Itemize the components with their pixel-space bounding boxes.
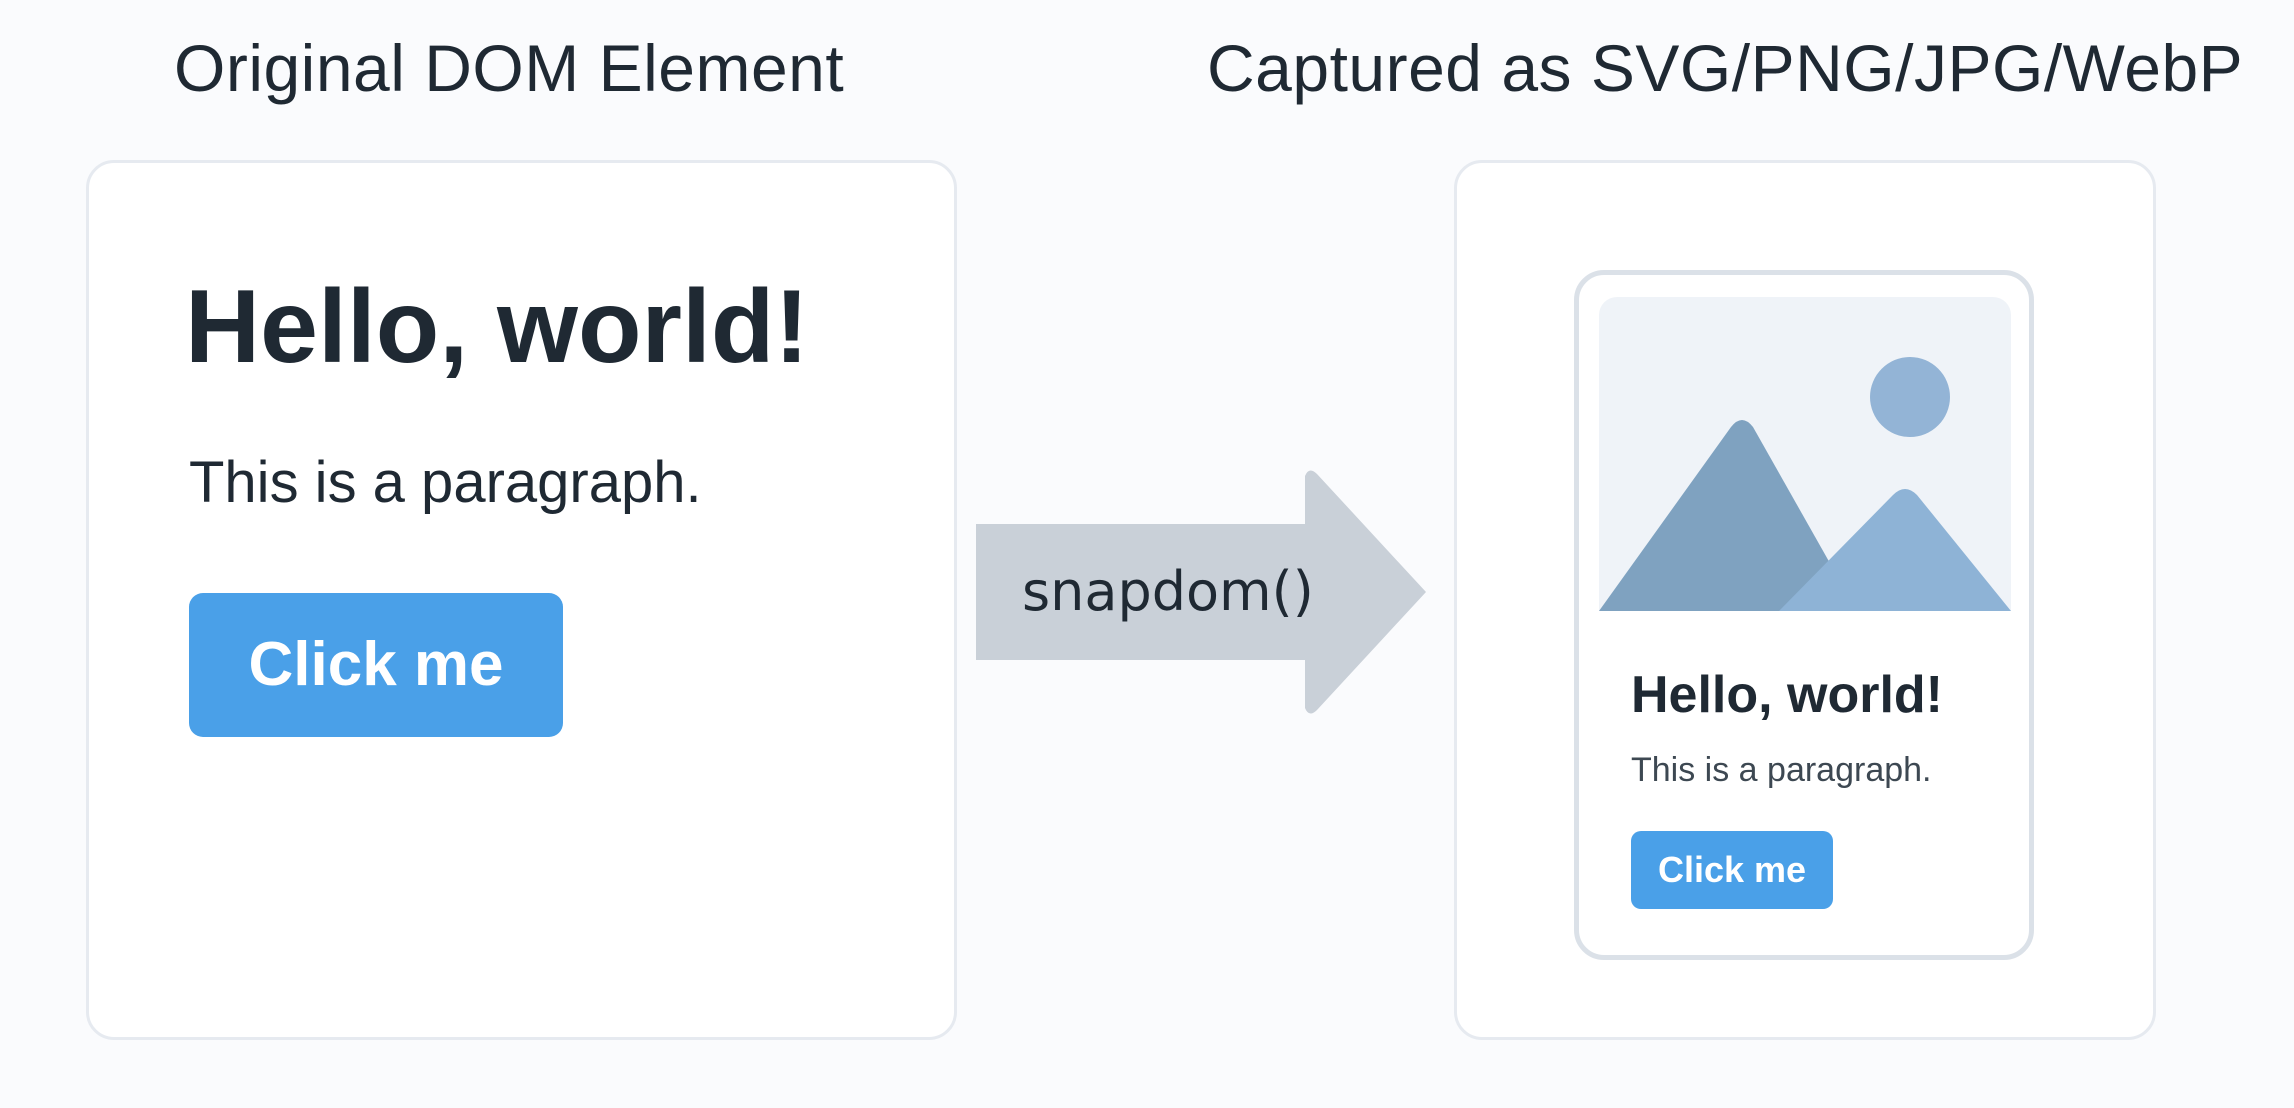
original-dom-heading: Original DOM Element — [174, 31, 845, 105]
original-title: Hello, world! — [185, 269, 809, 385]
original-click-me-button[interactable]: Click me — [189, 593, 563, 737]
captured-paragraph: This is a paragraph. — [1631, 751, 1932, 789]
captured-card: Hello, world! This is a paragraph. Click… — [1574, 270, 2034, 960]
snapdom-label: snapdom() — [1022, 560, 1314, 623]
captured-title: Hello, world! — [1631, 666, 1943, 724]
original-dom-panel: Hello, world! This is a paragraph. Click… — [86, 160, 957, 1040]
captured-heading: Captured as SVG/PNG/JPG/WebP — [1207, 31, 2244, 105]
captured-click-me-button[interactable]: Click me — [1631, 831, 1833, 909]
landscape-image-icon — [1599, 297, 2011, 611]
original-paragraph: This is a paragraph. — [189, 450, 702, 515]
snapdom-arrow — [976, 470, 1426, 714]
